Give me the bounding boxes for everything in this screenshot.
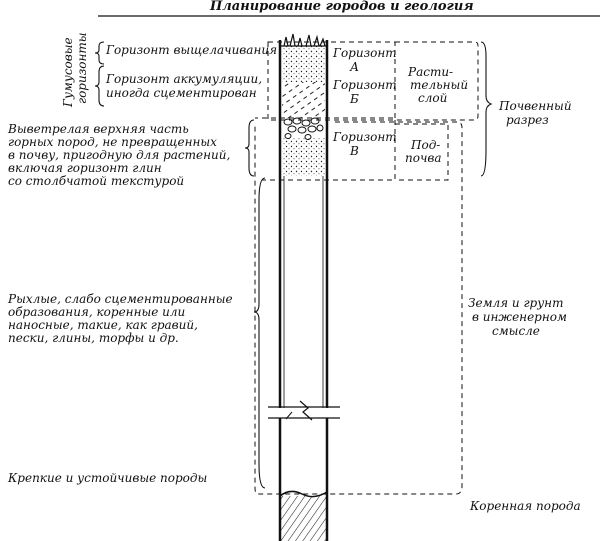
bedrock-fill xyxy=(280,496,327,541)
box-horizon-a-b xyxy=(267,41,396,121)
humus-label-line1: Гумусовые xyxy=(61,37,75,107)
brace-accumulation xyxy=(94,65,105,107)
label-horizon-a: Горизонт xyxy=(333,46,397,60)
label-horizon-v: Горизонт xyxy=(333,130,397,144)
label-earth-ground-2: в инженерном xyxy=(472,310,567,324)
label-plant-layer-1: Расти- xyxy=(408,65,454,79)
layer-v-fill xyxy=(282,138,325,176)
label-horizon-a-letter: А xyxy=(350,60,360,74)
bedrock-top-edge xyxy=(279,490,328,498)
humus-label-line2: горизонты xyxy=(75,32,89,104)
label-solid: Крепкие и устойчивые породы xyxy=(8,471,208,485)
label-loose-line1: Рыхлые, слабо сцементированные xyxy=(8,292,233,306)
label-weathered-line3: в почву, пригодную для растений, xyxy=(8,148,231,162)
grass-tuft xyxy=(283,33,326,47)
box-plant-layer xyxy=(395,41,479,121)
label-plant-layer-3: слой xyxy=(418,91,448,105)
label-subsoil-1: Под- xyxy=(411,138,441,152)
box-horizon-v xyxy=(262,117,396,181)
break-zigzag xyxy=(299,400,313,421)
label-bedrock: Коренная порода xyxy=(470,499,581,513)
label-horizon-v-letter: В xyxy=(350,144,359,158)
label-horizon-b-letter: Б xyxy=(350,92,359,106)
label-earth-ground-1: Земля и грунт xyxy=(468,296,564,310)
label-weathered-line2: горных пород, не превращенных xyxy=(8,135,217,149)
brace-weathered xyxy=(244,119,255,177)
label-soil-profile-1: Почвенный xyxy=(499,99,572,113)
label-subsoil-2: почва xyxy=(405,151,442,165)
brace-leaching xyxy=(94,41,105,65)
label-earth-ground-3: смысле xyxy=(492,324,540,338)
label-loose-line2: образования, коренные или xyxy=(8,305,186,319)
gravel-fill xyxy=(283,117,324,140)
label-accumulation-line2: иногда сцементирован xyxy=(106,86,257,100)
label-horizon-b: Горизонт xyxy=(333,78,397,92)
label-loose-line4: пески, глины, торфы и др. xyxy=(8,331,179,345)
break-zigzag-2 xyxy=(285,411,293,420)
layer-a-fill xyxy=(282,46,325,82)
label-weathered-line1: Выветрелая верхняя часть xyxy=(8,122,189,136)
label-leaching: Горизонт выщелачивания xyxy=(106,43,278,57)
box-subsoil xyxy=(395,123,449,181)
page-title: Планирование городов и геология xyxy=(210,0,474,14)
label-accumulation-line1: Горизонт аккумуляции, xyxy=(106,72,263,86)
brace-soil-profile xyxy=(480,41,493,177)
label-weathered-line5: со столбчатой текстурой xyxy=(8,174,185,188)
label-plant-layer-2: тельный xyxy=(410,78,469,92)
brace-loose xyxy=(253,177,266,489)
label-weathered-line4: включая горизонт глин xyxy=(8,161,162,175)
label-soil-profile-2: разрез xyxy=(506,113,549,127)
label-loose-line3: наносные, такие, как гравий, xyxy=(8,318,198,332)
layer-b-fill xyxy=(282,82,325,118)
soil-column xyxy=(268,33,340,541)
box-earth-ground xyxy=(254,117,463,495)
